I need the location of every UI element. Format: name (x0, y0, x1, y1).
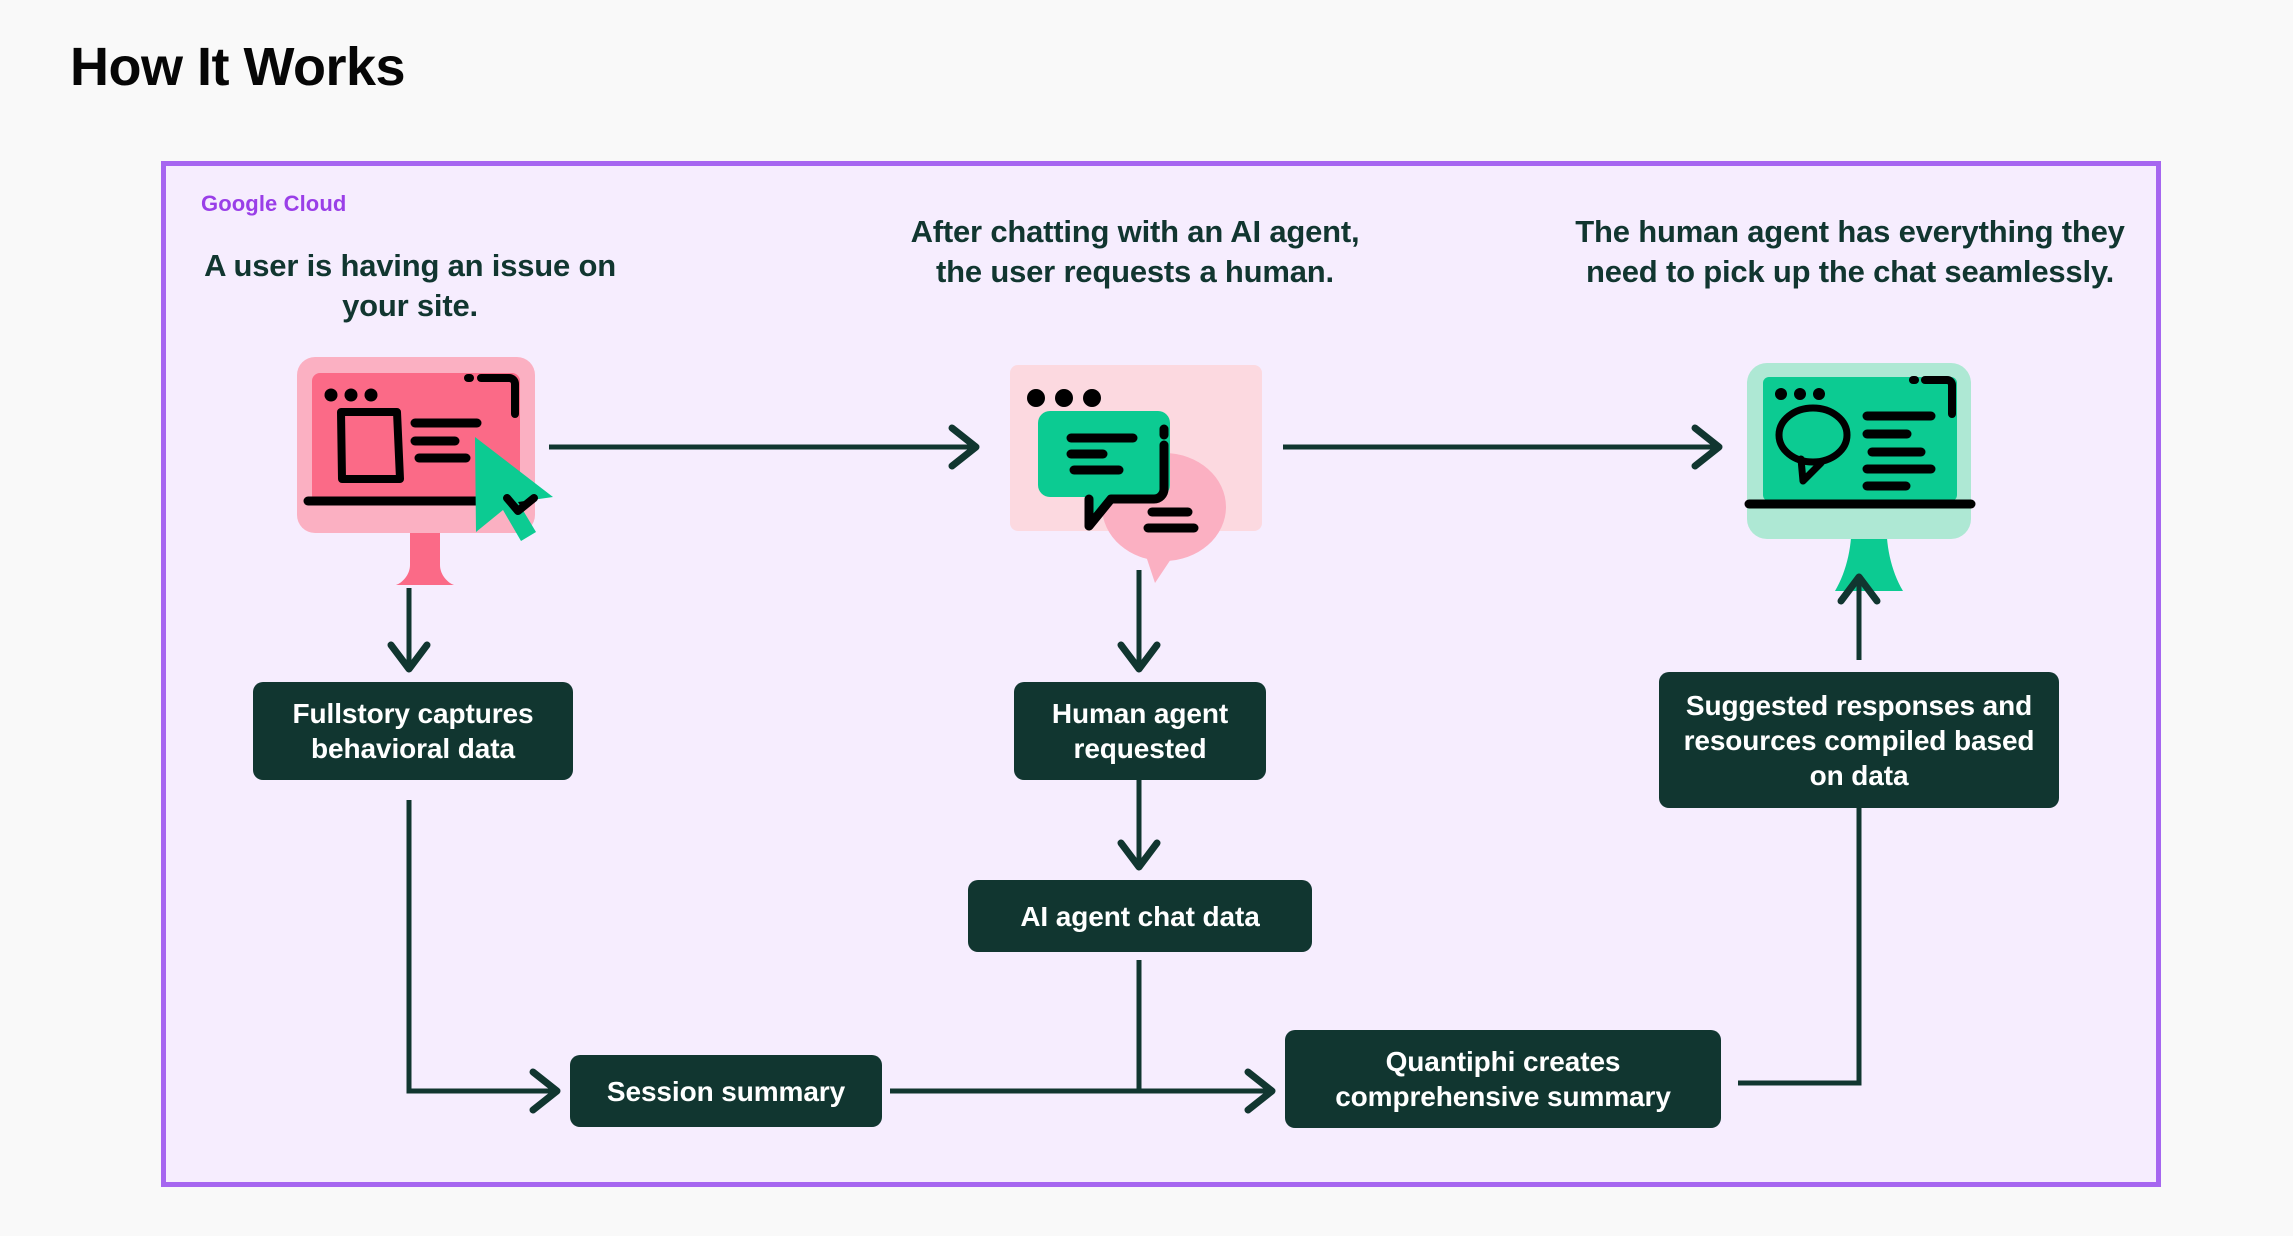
google-cloud-brand-label: Google Cloud (201, 191, 347, 216)
flow-box-suggested-responses[interactable]: Suggested responses and resources compil… (1659, 672, 2059, 808)
flow-box-session-summary[interactable]: Session summary (570, 1055, 882, 1127)
column-heading-1: A user is having an issue on your site. (204, 248, 616, 323)
flow-box-quantiphi-summary[interactable]: Quantiphi creates comprehensive summary (1285, 1030, 1721, 1128)
flow-box-fullstory-captures[interactable]: Fullstory captures behavioral data (253, 682, 573, 780)
column-heading-2: After chatting with an AI agent, the use… (910, 214, 1360, 289)
column-heading-3: The human agent has everything they need… (1575, 214, 2125, 289)
page-title: How It Works (70, 37, 406, 97)
chat-bubbles-icon (1008, 355, 1270, 585)
monitor-pink-cursor-icon (295, 355, 555, 585)
flow-box-human-agent-requested[interactable]: Human agent requested (1014, 682, 1266, 780)
flow-box-ai-agent-chat-data[interactable]: AI agent chat data (968, 880, 1312, 952)
monitor-green-chat-icon (1739, 355, 1999, 595)
